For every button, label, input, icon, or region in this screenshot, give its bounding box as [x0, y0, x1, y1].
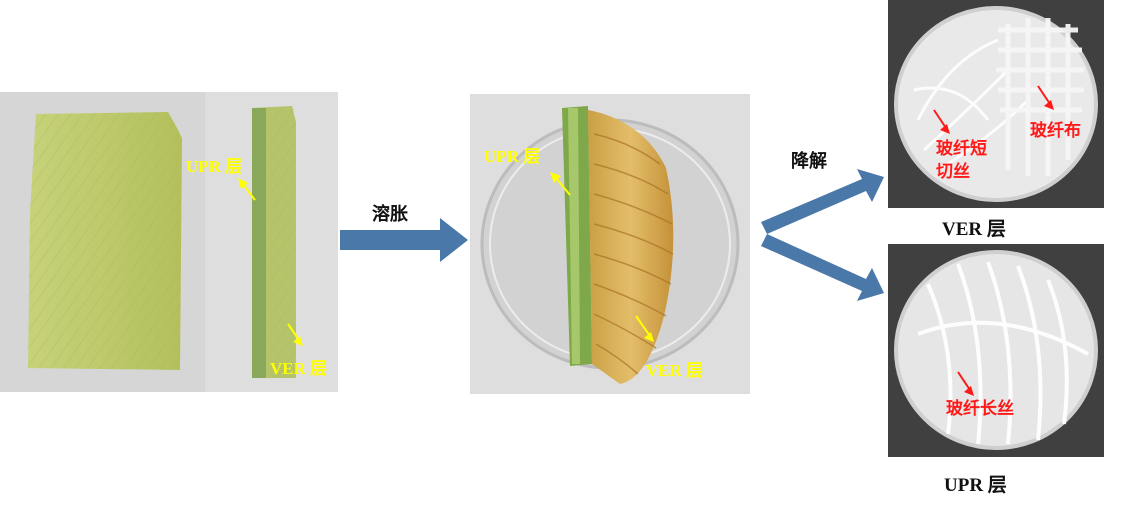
ver-degraded-photo: 玻纤短 切丝 玻纤布 [888, 0, 1104, 208]
upr-layer-label: UPR 层 [186, 157, 243, 176]
ver-layer-label: VER 层 [270, 359, 328, 378]
degrade-arrow-up-icon [761, 169, 884, 234]
upr-degraded-drawing [888, 244, 1104, 457]
original-composite-photo: UPR 层 VER 层 [0, 92, 338, 392]
long-fiber-label: 玻纤长丝 [946, 399, 1014, 419]
chopped-fiber-label-line2: 切丝 [936, 162, 970, 182]
upr-degraded-photo: 玻纤长丝 [888, 244, 1104, 457]
original-composite-drawing [0, 92, 338, 392]
fiber-cloth-label: 玻纤布 [1030, 121, 1081, 141]
chopped-fiber-label-line1: 玻纤短 [936, 139, 987, 159]
ver-degraded-drawing [888, 0, 1104, 208]
ver-layer-label-swollen: VER 层 [646, 361, 704, 380]
upr-layer-label-swollen: UPR 层 [484, 147, 541, 166]
degrade-arrow-down-icon [761, 234, 884, 301]
ver-layer-caption: VER 层 [942, 219, 1006, 240]
swollen-composite-photo: UPR 层 VER 层 [470, 94, 750, 394]
swollen-composite-drawing [470, 94, 750, 394]
upr-layer-caption: UPR 层 [944, 475, 1007, 496]
degrade-step-label: 降解 [791, 151, 827, 172]
swell-step-label: 溶胀 [372, 204, 408, 225]
